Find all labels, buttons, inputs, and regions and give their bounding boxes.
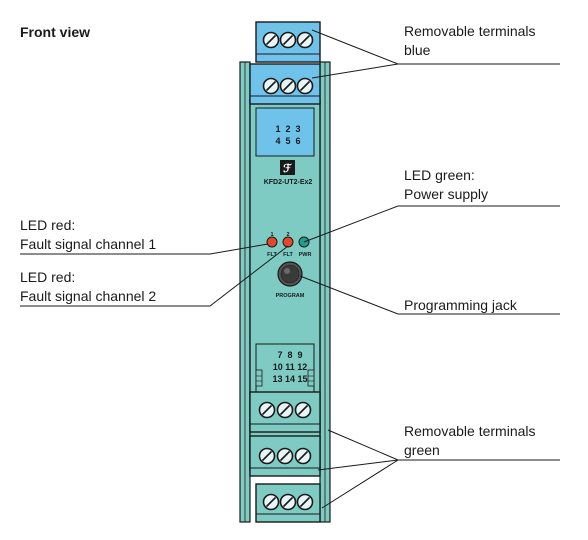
terminal-block-green-3[interactable]: [255, 483, 321, 523]
program-label: PROGRAM: [276, 293, 305, 299]
terminal-numbers-bottom-row1: 7 8 9: [277, 350, 302, 360]
annotation-programming-jack-line1: Programming jack: [404, 297, 517, 313]
leader-lines: [20, 29, 560, 509]
din-rail-left: [239, 61, 251, 523]
din-rail-right: [319, 61, 331, 523]
led3-label: PWR: [299, 252, 312, 258]
annotation-led-green-line1: LED green:: [404, 167, 475, 183]
diagram-title: Front view: [20, 24, 91, 40]
annotation-led-green: LED green: Power supply: [404, 166, 488, 204]
annotation-programming-jack: Programming jack: [404, 296, 517, 315]
led-red-fault-ch2: [282, 236, 294, 248]
led1-label: FLT: [267, 252, 277, 258]
annotation-led-red-ch1-line1: LED red:: [20, 217, 76, 233]
terminal-block-blue-top[interactable]: [255, 21, 321, 63]
led2-number: 2: [286, 232, 289, 238]
terminal-numbers-bottom-row3: 13 14 15: [272, 374, 307, 384]
annotation-terminals-blue: Removable terminals blue: [404, 22, 536, 60]
model-label: KFD2-UT2-Ex2: [264, 179, 313, 186]
led1-number: 1: [270, 232, 273, 238]
terminal-numbers-bottom-row2: 10 11 12: [273, 362, 308, 372]
programming-jack[interactable]: [277, 261, 303, 287]
annotation-terminals-green: Removable terminals green: [404, 422, 536, 460]
terminal-block-blue-second[interactable]: [249, 63, 321, 105]
led-red-fault-ch1: [266, 236, 278, 248]
led2-label: FLT: [283, 252, 293, 258]
brand-logo: ℱ: [280, 160, 295, 175]
annotation-terminals-blue-line1: Removable terminals: [404, 23, 536, 39]
annotation-terminals-green-line2: green: [404, 442, 440, 458]
terminal-block-green-2[interactable]: [249, 435, 321, 477]
terminal-numbers-top-row1: 1 2 3: [275, 124, 300, 134]
terminal-block-green-1[interactable]: [249, 391, 321, 433]
annotation-terminals-blue-line2: blue: [404, 42, 431, 58]
terminal-numbers-top-row2: 4 5 6: [275, 136, 300, 146]
annotation-led-red-ch1-line2: Fault signal channel 1: [20, 236, 157, 252]
annotation-led-green-line2: Power supply: [404, 186, 489, 202]
annotation-led-red-ch2-line2: Fault signal channel 2: [20, 288, 157, 304]
annotation-led-red-ch1: LED red: Fault signal channel 1: [20, 216, 156, 254]
annotation-terminals-green-line1: Removable terminals: [404, 423, 536, 439]
annotation-led-red-ch2: LED red: Fault signal channel 2: [20, 268, 156, 306]
svg-text:ℱ: ℱ: [283, 163, 292, 175]
annotation-led-red-ch2-line1: LED red:: [20, 269, 76, 285]
